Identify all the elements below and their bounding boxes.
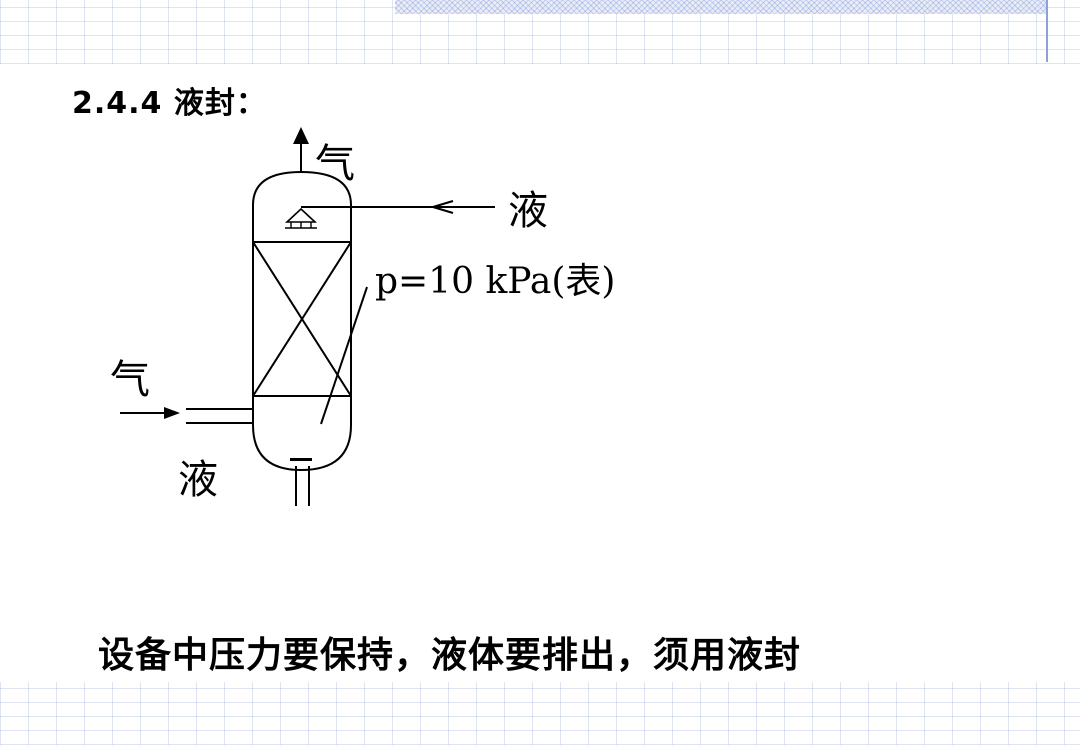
header-decor-line: [1046, 0, 1048, 62]
liquid-inlet-arrow: [432, 200, 454, 208]
label-gas-outlet: 气: [315, 141, 355, 187]
label-pressure: p=10 kPa(表): [375, 261, 615, 302]
outlet-drain-mark: [290, 458, 312, 461]
label-liquid-outlet: 液: [178, 457, 218, 503]
liquid-distributor: [284, 207, 318, 223]
header-decor-strip: [395, 0, 1047, 14]
gas-inlet-arrowhead: [164, 407, 180, 419]
caption-text: 设备中压力要保持，液体要排出，须用液封: [98, 635, 802, 676]
gas-outlet-arrowhead: [293, 127, 309, 144]
label-gas-inlet: 气: [110, 357, 150, 403]
section-heading: 2.4.4 液封：: [72, 86, 267, 121]
packing-cross-2: [252, 241, 352, 397]
label-liquid-inlet: 液: [508, 188, 548, 234]
background-grid-bottom: [0, 682, 1080, 745]
pressure-leader-line: [320, 286, 368, 425]
tower-vessel: [252, 170, 352, 472]
